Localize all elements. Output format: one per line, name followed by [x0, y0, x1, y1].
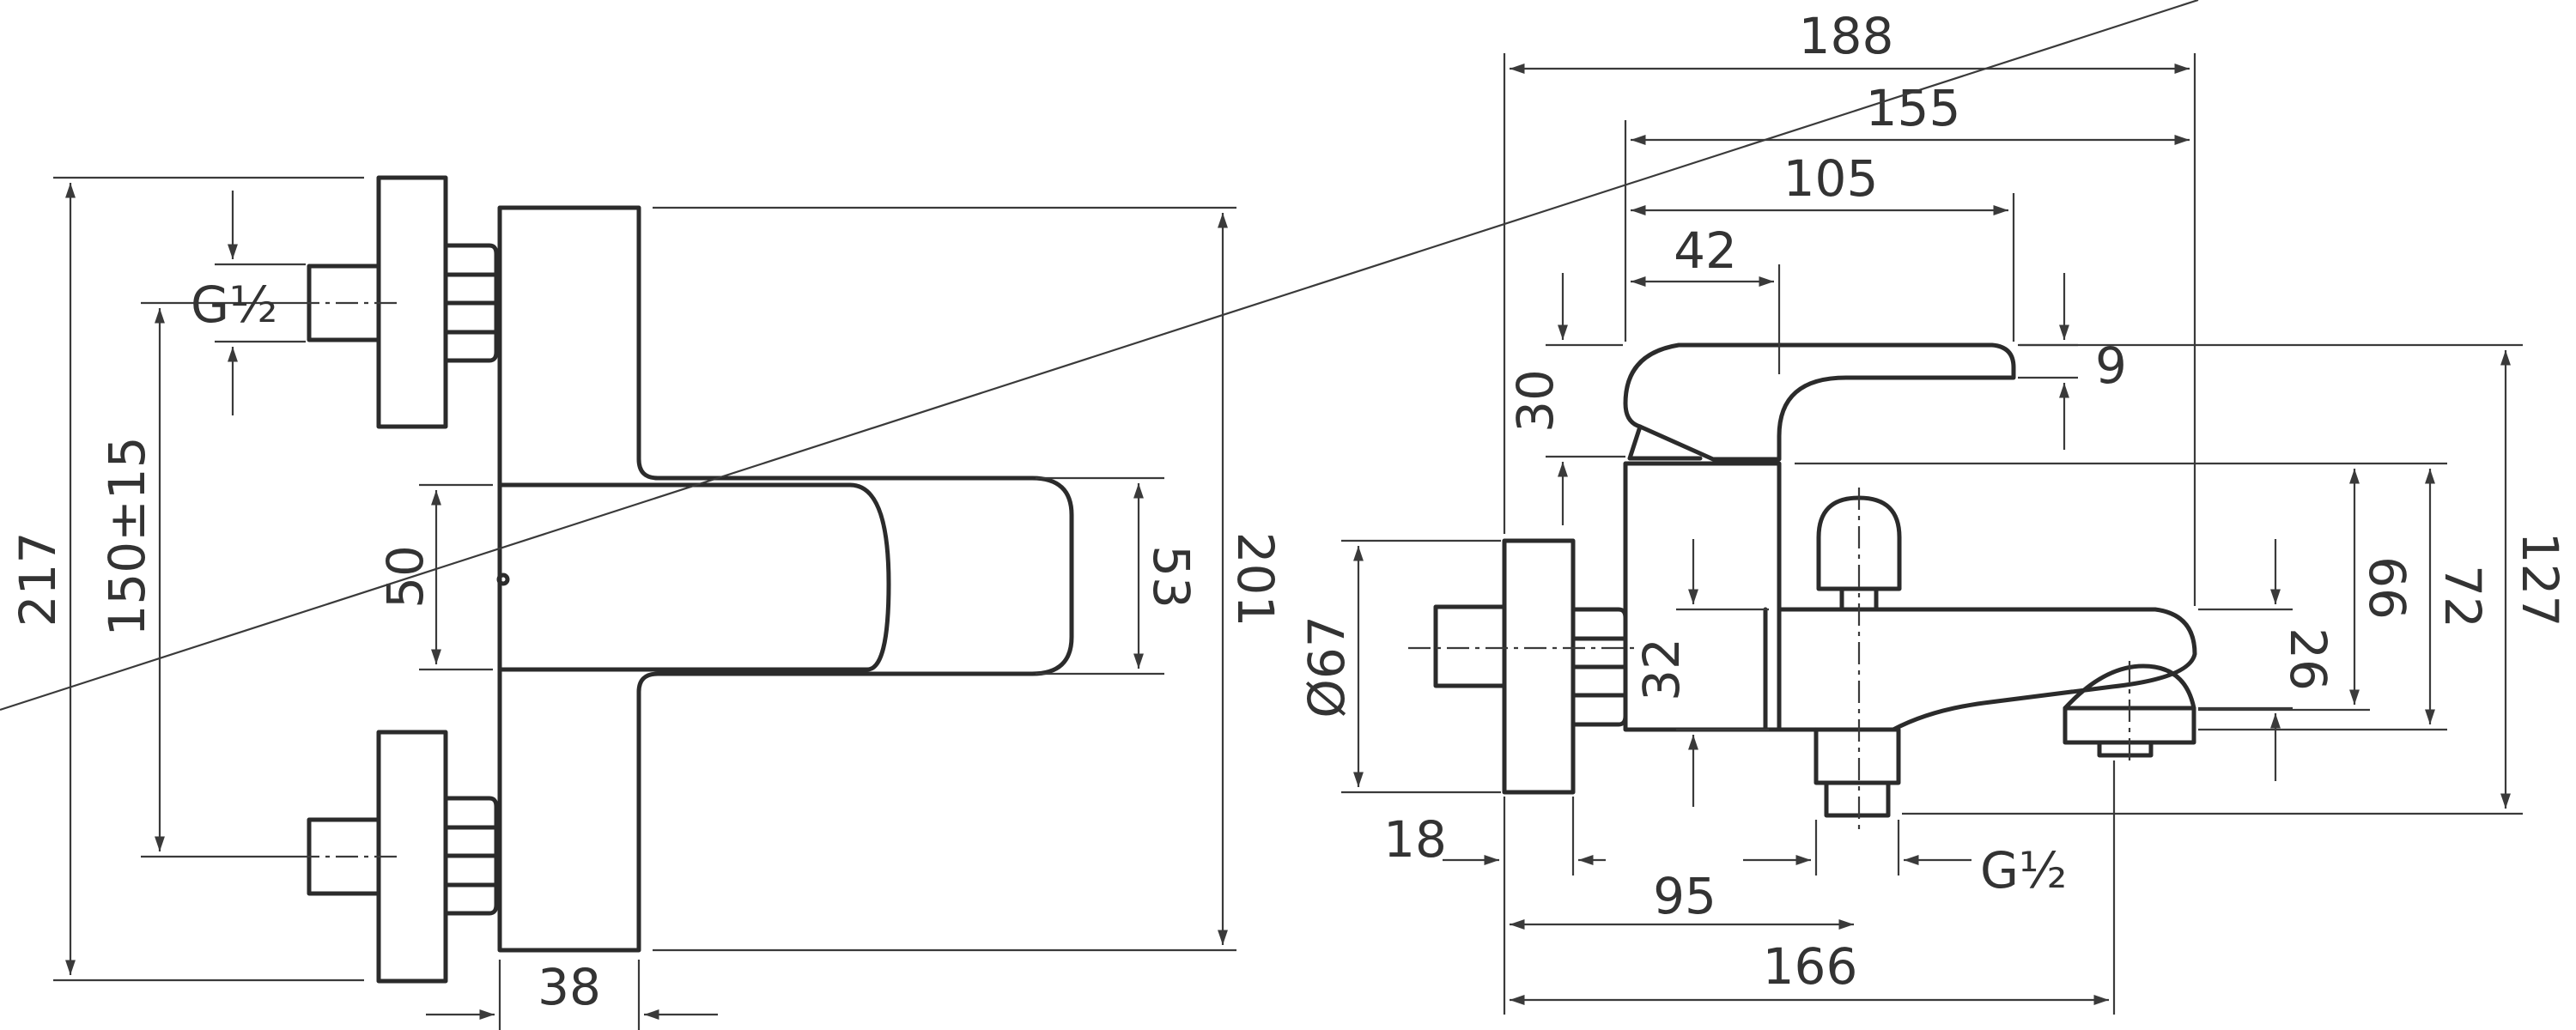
dim-42: 42 [1631, 221, 1781, 374]
dim-127: 127 [1902, 343, 2569, 815]
dim-217: 217 [9, 176, 364, 982]
mixer-body-side [1623, 461, 2197, 732]
dim-155-label: 155 [1866, 79, 1961, 137]
dim-105: 105 [1631, 149, 2015, 342]
dim-66-label: 66 [2358, 556, 2416, 620]
dim-66: 66 [0, 0, 2416, 712]
outlet-connector [1814, 727, 1901, 818]
thread-left-label: G½ [191, 276, 277, 334]
dim-50: 50 [376, 483, 493, 671]
dim-67-label: Ø67 [1297, 615, 1356, 718]
thread-right-label: G½ [1980, 841, 2067, 900]
dim-38: 38 [426, 958, 718, 1030]
dim-150: 150±15 [98, 301, 297, 858]
dim-42-label: 42 [1674, 221, 1737, 280]
dim-201: 201 [653, 206, 1285, 952]
dim-32-label: 32 [1632, 638, 1691, 701]
dim-thread-left: G½ [191, 191, 306, 415]
diverter-knob [1816, 495, 1902, 612]
dim-217-label: 217 [9, 532, 67, 627]
dim-127-label: 127 [2511, 532, 2569, 627]
dim-18: 18 [1383, 797, 1606, 1015]
dim-95: 95 [1510, 867, 1854, 930]
dim-72-label: 72 [2433, 565, 2492, 628]
dim-67: Ø67 [1297, 539, 1501, 794]
dim-38-label: 38 [538, 958, 601, 1016]
dim-166: 166 [1510, 760, 2116, 1015]
dim-30-label: 30 [1506, 369, 1564, 433]
dim-53: 53 [1036, 476, 1200, 676]
dim-26-label: 26 [2279, 627, 2337, 691]
side-center-lines [1408, 488, 2131, 831]
dim-32: 32 [1632, 539, 1769, 807]
dim-50-label: 50 [376, 545, 434, 609]
mixer-body-front [496, 205, 1074, 953]
dim-201-label: 201 [1226, 532, 1285, 627]
dim-150-label: 150±15 [98, 436, 156, 636]
dim-26: 26 [2198, 539, 2337, 781]
dim-188: 188 [1503, 7, 2196, 606]
dim-166-label: 166 [1763, 937, 1858, 996]
dim-95-label: 95 [1653, 867, 1716, 925]
lever-handle [1623, 342, 2016, 462]
wall-flange-side [1433, 538, 1628, 795]
dim-9: 9 [2018, 273, 2127, 450]
dim-53-label: 53 [1142, 545, 1200, 609]
dim-30: 30 [1506, 273, 1625, 525]
dim-72: 72 [1795, 462, 2492, 731]
front-view: 217 150±15 G½ 50 53 [9, 175, 1285, 1030]
dim-9-label: 9 [2095, 336, 2127, 395]
front-center-lines [297, 301, 400, 858]
dim-188-label: 188 [1799, 7, 1894, 65]
dim-thread-right: G½ [1743, 820, 2067, 900]
dim-105-label: 105 [1783, 149, 1879, 208]
dim-155: 155 [1624, 79, 2190, 342]
dim-18-label: 18 [1383, 810, 1447, 869]
